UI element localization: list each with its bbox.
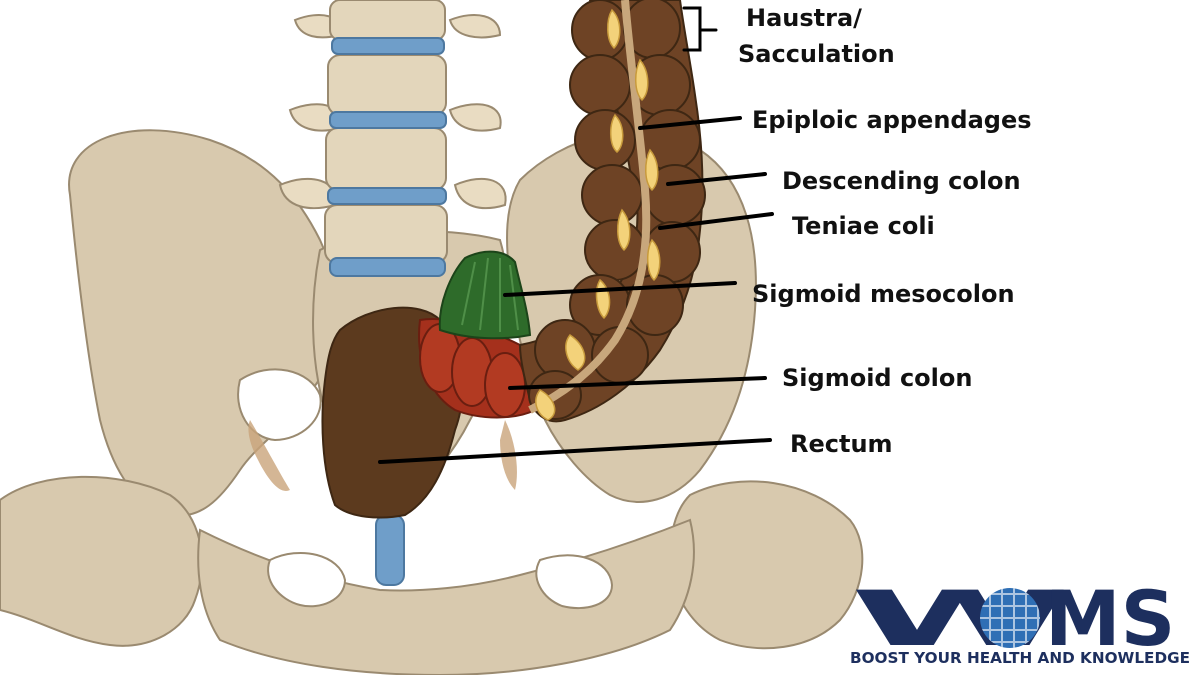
leader-epiploic bbox=[638, 116, 742, 130]
label-descending-colon: Descending colon bbox=[782, 167, 1021, 195]
haustra-bracket bbox=[682, 6, 718, 52]
pelvic-openings bbox=[237, 368, 614, 610]
sigmoid-colon bbox=[418, 318, 541, 419]
leader-sigmoid bbox=[508, 376, 767, 390]
leader-descending bbox=[666, 172, 767, 186]
spine bbox=[278, 0, 507, 586]
logo-tagline: BOOST YOUR HEALTH AND KNOWLEDGE bbox=[850, 649, 1190, 667]
label-teniae-coli: Teniae coli bbox=[792, 212, 935, 240]
teniae-coli-band bbox=[528, 0, 651, 414]
labels: Haustra/ Sacculation Epiploic appendages… bbox=[738, 4, 1032, 458]
sigmoid-mesocolon bbox=[438, 250, 532, 340]
leader-rectum bbox=[378, 438, 772, 464]
label-sigmoid-mesocolon: Sigmoid mesocolon bbox=[752, 280, 1015, 308]
leader-lines bbox=[378, 6, 774, 464]
label-rectum: Rectum bbox=[790, 430, 893, 458]
mesocolon-lines bbox=[461, 257, 519, 332]
logo-letters-ms: MS bbox=[1045, 574, 1175, 663]
label-epiploic-appendages: Epiploic appendages bbox=[752, 106, 1032, 134]
label-haustra: Haustra/ bbox=[746, 4, 862, 32]
leader-teniae bbox=[658, 212, 774, 230]
label-sacculation: Sacculation bbox=[738, 40, 895, 68]
woms-logo: W MS BOOST YOUR HEALTH AND KNOWLEDGE bbox=[850, 574, 1190, 667]
label-sigmoid-colon: Sigmoid colon bbox=[782, 364, 972, 392]
leader-mesocolon bbox=[503, 281, 737, 297]
